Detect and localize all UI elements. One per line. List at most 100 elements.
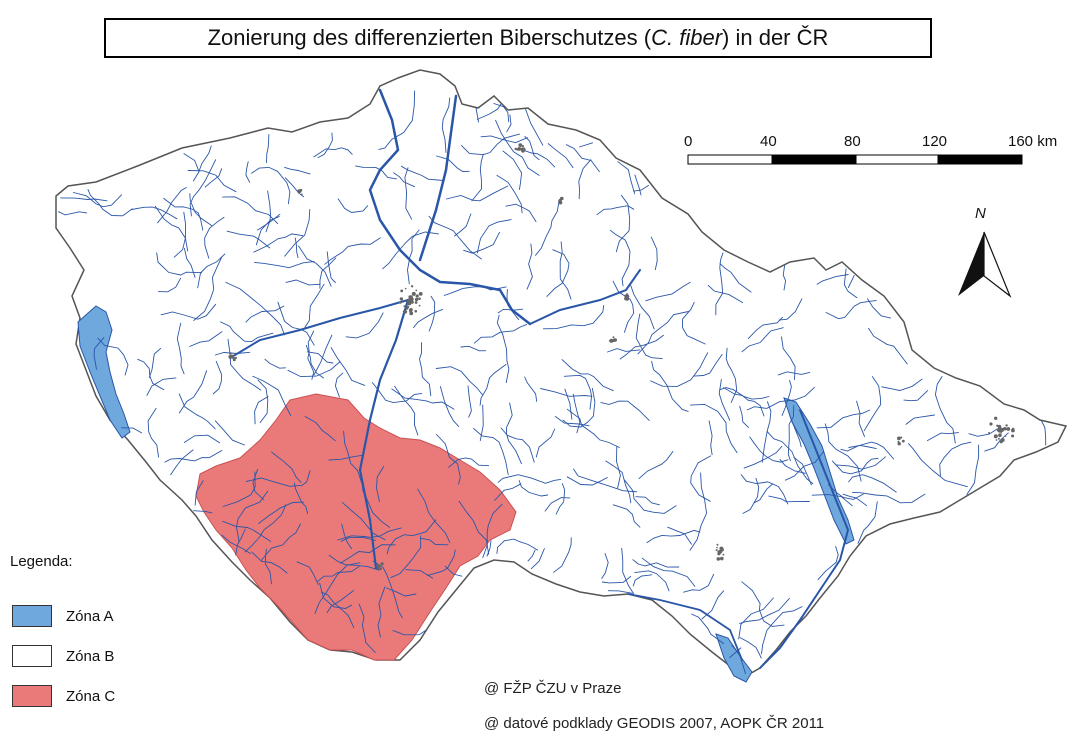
tributary bbox=[341, 523, 353, 550]
tributary bbox=[222, 520, 272, 542]
tributary bbox=[436, 434, 461, 485]
scale-tick-40: 40 bbox=[760, 133, 777, 150]
tributary bbox=[382, 231, 440, 270]
tributary bbox=[634, 570, 670, 592]
tributary bbox=[458, 500, 490, 555]
tributary bbox=[257, 213, 281, 231]
tributary bbox=[530, 548, 545, 570]
settlement-dot bbox=[299, 188, 303, 192]
settlement-dot bbox=[715, 549, 718, 552]
tributary bbox=[572, 393, 581, 434]
zone-a-southern-tip bbox=[715, 633, 753, 683]
tributary bbox=[782, 265, 787, 291]
settlement-dot bbox=[901, 439, 905, 443]
tributary bbox=[526, 243, 533, 290]
tributary bbox=[683, 573, 715, 593]
tributary bbox=[287, 361, 341, 378]
settlement-dot bbox=[301, 193, 303, 195]
settlement-dot bbox=[995, 439, 998, 441]
tributary bbox=[868, 327, 908, 365]
tributary bbox=[641, 557, 696, 587]
credit-line-2: @ datové podklady GEODIS 2007, AOPK ČR 2… bbox=[484, 715, 825, 732]
settlement-dot bbox=[558, 198, 562, 202]
tributary bbox=[632, 184, 649, 192]
settlement-dot bbox=[999, 440, 1003, 444]
tributary bbox=[244, 504, 287, 553]
tributary bbox=[319, 582, 352, 609]
tributary bbox=[407, 229, 420, 285]
settlement-dot bbox=[400, 289, 404, 293]
tributary bbox=[546, 249, 570, 297]
settlement-dot bbox=[377, 564, 380, 568]
tributary bbox=[566, 476, 608, 486]
tributary bbox=[811, 494, 853, 507]
tributary bbox=[753, 483, 774, 504]
tributary bbox=[413, 308, 443, 329]
tributary bbox=[632, 574, 653, 587]
tributary bbox=[816, 409, 871, 429]
tributary bbox=[817, 545, 839, 581]
tributary bbox=[578, 142, 594, 148]
settlement-dot bbox=[418, 304, 421, 307]
legend-item-zone-b: Zóna B bbox=[12, 645, 114, 667]
tributary bbox=[164, 450, 223, 463]
tributary bbox=[131, 206, 178, 220]
tributary bbox=[324, 237, 381, 265]
tributary bbox=[163, 197, 204, 231]
tributary bbox=[183, 153, 200, 173]
tributary bbox=[307, 330, 315, 380]
tributary bbox=[340, 537, 377, 542]
tributary bbox=[827, 484, 864, 500]
settlement-dot bbox=[722, 553, 725, 556]
tributary bbox=[493, 103, 510, 123]
tributary bbox=[561, 359, 614, 392]
tributary bbox=[326, 251, 336, 283]
settlement-dot bbox=[228, 355, 232, 359]
zone-a-eastern-corridor bbox=[783, 397, 855, 545]
tributary bbox=[337, 527, 402, 541]
settlement-dot bbox=[627, 295, 630, 298]
tributary bbox=[645, 281, 691, 302]
settlement-dot bbox=[418, 292, 423, 296]
tributary bbox=[419, 537, 449, 546]
tributary bbox=[372, 560, 403, 619]
tributary bbox=[638, 451, 674, 480]
tributary bbox=[635, 496, 660, 506]
zone-a-western-strip bbox=[77, 305, 131, 439]
tributary bbox=[448, 457, 490, 468]
tributary bbox=[856, 400, 865, 438]
tributary bbox=[848, 444, 877, 450]
tributary bbox=[120, 427, 143, 434]
tributary bbox=[840, 441, 895, 460]
tributary bbox=[400, 165, 445, 181]
tributary bbox=[729, 647, 742, 659]
tributary bbox=[564, 388, 573, 420]
settlement-dot bbox=[399, 301, 402, 304]
tributary bbox=[863, 376, 882, 432]
tributary bbox=[417, 488, 451, 543]
tributary bbox=[285, 279, 321, 286]
tributary bbox=[857, 501, 878, 544]
tributary bbox=[463, 231, 500, 254]
tributary bbox=[623, 479, 677, 514]
tributary bbox=[1040, 420, 1047, 446]
river-network bbox=[229, 88, 850, 669]
tributary bbox=[777, 371, 811, 376]
settlement-dot bbox=[403, 305, 406, 308]
tributary bbox=[471, 153, 484, 202]
settlement-dot bbox=[998, 433, 1002, 438]
tributary bbox=[391, 388, 455, 410]
tributary bbox=[405, 569, 434, 579]
tributary bbox=[835, 456, 886, 470]
tributary bbox=[486, 540, 492, 557]
tributary bbox=[784, 451, 825, 481]
tributary bbox=[320, 591, 355, 629]
tributary bbox=[178, 393, 216, 430]
tributary bbox=[739, 405, 749, 429]
tributary bbox=[842, 493, 868, 507]
tributary bbox=[137, 358, 165, 391]
tributary bbox=[341, 501, 386, 541]
settlement-dot bbox=[1005, 424, 1008, 427]
tributary bbox=[345, 312, 384, 339]
